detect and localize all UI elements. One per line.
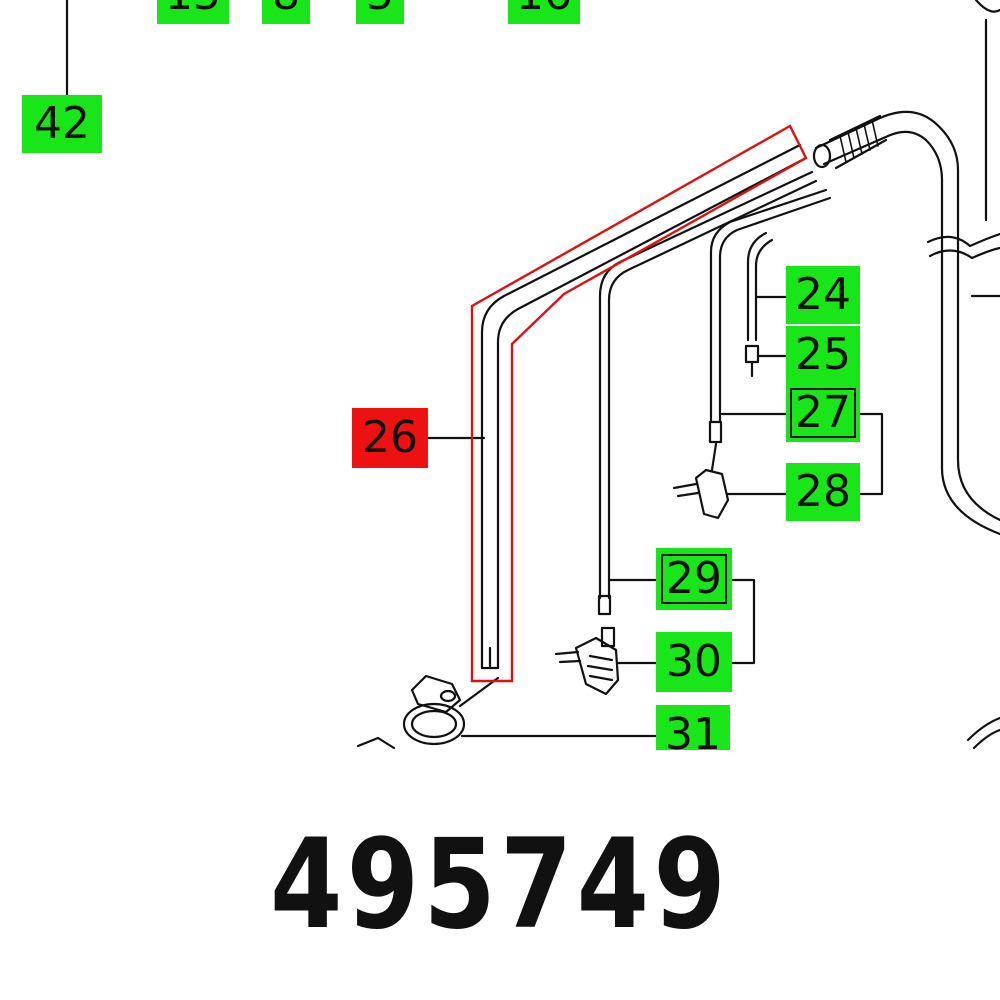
callout-31: 31 [656,705,730,750]
callout-29: 29 [656,548,732,610]
cable-29-right [607,179,818,600]
callout-16: 16 [508,0,580,24]
diagram-drawing [65,0,1000,750]
callout-5: 5 [356,0,404,24]
cable-27-right [718,196,832,424]
part-26-outline [470,124,808,683]
callout-42: 42 [22,95,102,153]
exploded-parts-diagram: 15 8 5 16 42 24 25 27 28 26 29 30 31 [22,0,1000,750]
callout-15: 15 [157,0,229,24]
tube-26-inner [496,156,808,670]
clamp-31-ring [402,702,466,746]
callout-28: 28 [786,463,860,521]
hose-top [814,110,1000,522]
bracket-27-28 [858,412,884,496]
bracket-29-30 [730,578,756,665]
cable-29-ferrule [597,594,612,616]
cable-27-left [709,188,828,424]
plug-28-body [694,468,730,520]
callout-8: 8 [262,0,310,24]
cable-24-right [754,238,774,342]
cable-29-left [598,170,814,600]
plug-30-body [574,636,620,696]
part-25-sleeve [744,344,760,364]
cable-27-ferrule [708,420,723,444]
callout-27: 27 [786,384,860,442]
cable-24-left [746,231,768,342]
callout-26: 26 [352,408,428,468]
callout-24: 24 [786,266,860,324]
callout-30: 30 [656,632,732,692]
tube-26-outer [480,143,802,670]
part-number: 495749 [269,813,731,957]
callout-25: 25 [786,326,860,384]
clamp-31-screw [410,674,462,714]
hose-cuff [812,143,832,169]
